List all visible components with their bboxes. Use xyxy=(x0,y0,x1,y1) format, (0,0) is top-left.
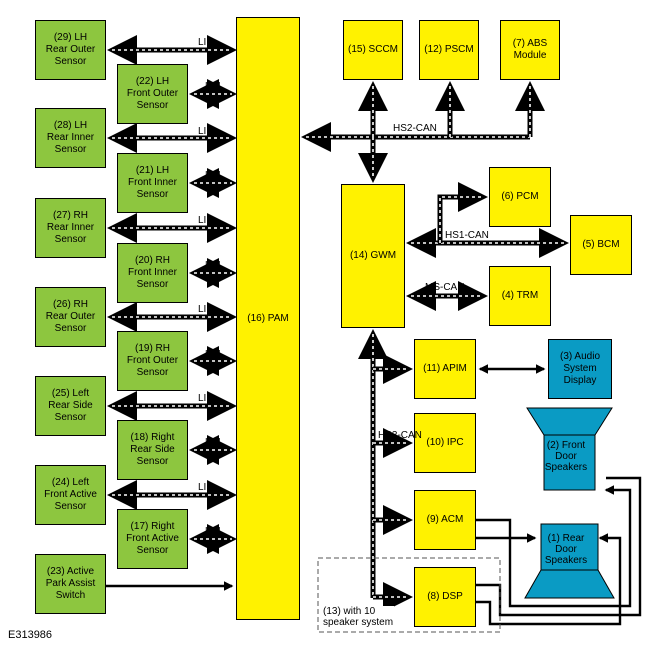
front-speaker-cone xyxy=(526,407,613,436)
rear-door-speakers-label: (1) Rear Door Speakers xyxy=(544,533,588,566)
right-front-active-sensor: (17) Right Front Active Sensor xyxy=(117,509,188,569)
hs3-can-label: HS3-CAN xyxy=(378,430,422,441)
lin-label-5: LIN xyxy=(198,215,214,226)
right-rear-side-sensor: (18) Right Rear Side Sensor xyxy=(117,420,188,480)
acm-module: (9) ACM xyxy=(414,490,476,550)
lh-rear-inner-sensor: (28) LH Rear Inner Sensor xyxy=(35,108,106,168)
bus-wires xyxy=(106,35,642,626)
lin-label-10: LIN xyxy=(205,437,221,448)
dsp-rear-speakers xyxy=(476,533,622,626)
hs1-can-label: HS1-CAN xyxy=(445,230,489,241)
trm-module: (4) TRM xyxy=(489,266,551,326)
ms-can-label: MS-CAN xyxy=(425,282,465,293)
pam-module: (16) PAM xyxy=(236,17,300,620)
rh-front-inner-sensor: (20) RH Front Inner Sensor xyxy=(117,243,188,303)
audio-system-display: (3) Audio System Display xyxy=(548,339,612,399)
lin-label-9: LIN xyxy=(198,393,214,404)
abs-module: (7) ABS Module xyxy=(500,20,560,80)
front-door-speakers-label: (2) Front Door Speakers xyxy=(544,440,588,473)
lin-label-2: LIN xyxy=(205,81,221,92)
lin-label-3: LIN xyxy=(198,126,214,137)
gwm-module: (14) GWM xyxy=(341,184,405,328)
acm-front-speakers xyxy=(476,485,632,608)
lin-label-7: LIN xyxy=(198,304,214,315)
pscm-module: (12) PSCM xyxy=(419,20,479,80)
lh-front-outer-sensor: (22) LH Front Outer Sensor xyxy=(117,64,188,124)
hs2-can-label: HS2-CAN xyxy=(393,123,437,134)
lin-label-11: LIN xyxy=(198,482,214,493)
rh-rear-inner-sensor: (27) RH Rear Inner Sensor xyxy=(35,198,106,258)
rh-front-outer-sensor: (19) RH Front Outer Sensor xyxy=(117,331,188,391)
dsp-module: (8) DSP xyxy=(414,567,476,627)
hs1-pcm-branch-dash xyxy=(439,196,483,243)
lh-rear-outer-sensor: (29) LH Rear Outer Sensor xyxy=(35,20,106,80)
apim-module: (11) APIM xyxy=(414,339,476,399)
sccm-module: (15) SCCM xyxy=(343,20,403,80)
rear-speaker-cone xyxy=(524,569,615,599)
pcm-module: (6) PCM xyxy=(489,167,551,227)
lin-label-1: LIN xyxy=(198,37,214,48)
lin-label-4: LIN xyxy=(205,170,221,181)
park-assist-switch: (23) Active Park Assist Switch xyxy=(35,554,106,614)
speaker-shapes xyxy=(524,407,615,599)
dsp-front-speakers xyxy=(476,476,642,617)
speaker-system-note: (13) with 10 speaker system xyxy=(322,606,395,628)
figure-id: E313986 xyxy=(8,629,53,641)
lin-label-6: LIN xyxy=(205,260,221,271)
lin-label-8: LIN xyxy=(205,349,221,360)
front-speaker-body xyxy=(543,434,596,491)
left-rear-side-sensor: (25) Left Rear Side Sensor xyxy=(35,376,106,436)
left-front-active-sensor: (24) Left Front Active Sensor xyxy=(35,465,106,525)
bcm-module: (5) BCM xyxy=(570,215,632,275)
ipc-module: (10) IPC xyxy=(414,413,476,473)
rh-rear-outer-sensor: (26) RH Rear Outer Sensor xyxy=(35,287,106,347)
lin-label-12: LIN xyxy=(205,526,221,537)
lh-front-inner-sensor: (21) LH Front Inner Sensor xyxy=(117,153,188,213)
speaker-system-outline xyxy=(317,557,501,633)
